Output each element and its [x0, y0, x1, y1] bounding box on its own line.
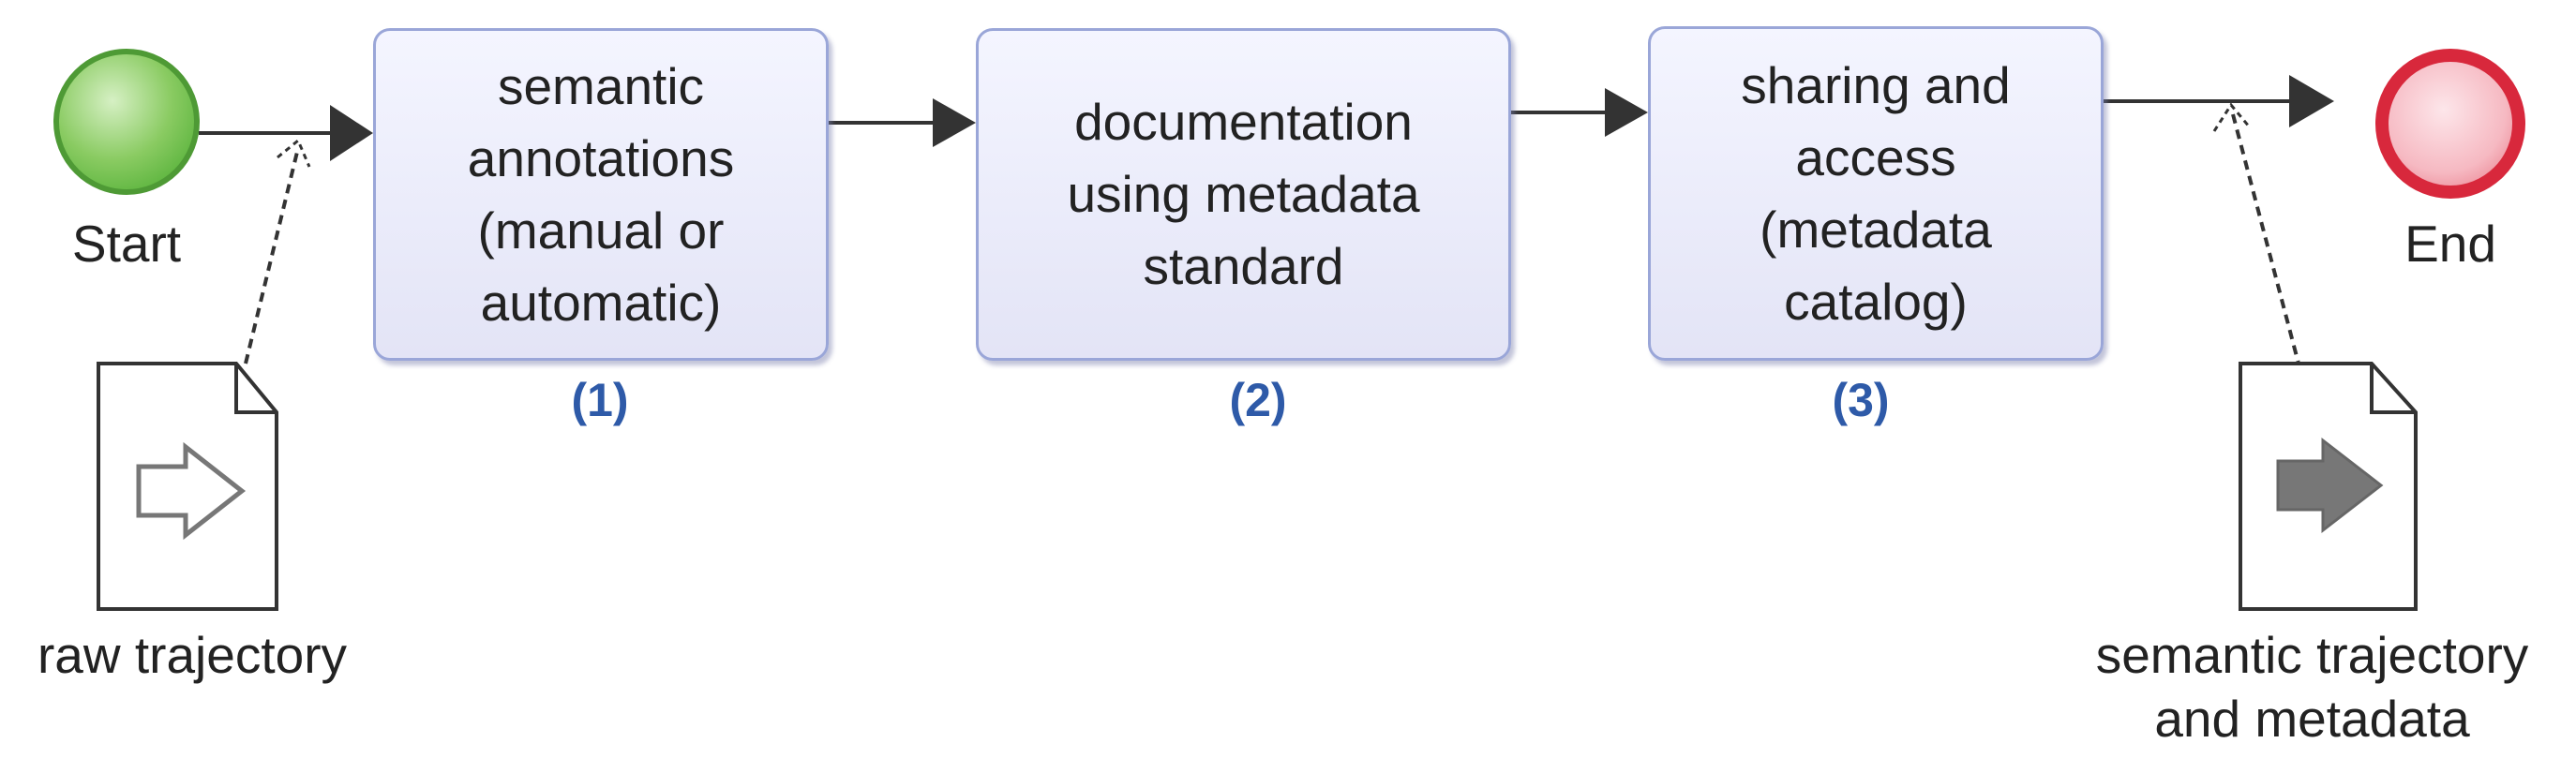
- sequence-flow-task2-task3: [1511, 88, 1648, 137]
- hollow-arrow-icon: [136, 441, 247, 541]
- start-event-label: Start: [71, 215, 182, 273]
- end-event-icon: [2375, 49, 2525, 199]
- step-number-1: (1): [571, 374, 629, 426]
- task-semantic-annotations: semantic annotations (manual or automati…: [373, 28, 829, 361]
- filled-arrow-icon: [2276, 437, 2384, 534]
- task-label: documentation using metadata standard: [1067, 93, 1420, 295]
- step-number-3: (3): [1832, 374, 1890, 426]
- data-association-input: [244, 138, 311, 364]
- task-label: sharing and access (metadata catalog): [1741, 55, 2011, 331]
- end-event-label: End: [2404, 215, 2496, 273]
- sequence-flow-start-task1: [199, 105, 373, 161]
- task-sharing-access: sharing and access (metadata catalog): [1648, 26, 2104, 361]
- step-number-2: (2): [1229, 374, 1287, 426]
- task-documentation: documentation using metadata standard: [976, 28, 1511, 361]
- start-event-icon: [53, 49, 200, 195]
- sequence-flow-task3-end: [2104, 75, 2334, 127]
- input-document-label: raw trajectory: [37, 626, 348, 684]
- output-document-icon: [2239, 362, 2418, 611]
- sequence-flow-task1-task2: [829, 98, 976, 147]
- output-document-label: semantic trajectory and metadata: [2095, 626, 2529, 748]
- data-association-output: [2212, 102, 2300, 364]
- input-document-icon: [97, 362, 278, 611]
- task-label: semantic annotations (manual or automati…: [467, 56, 735, 332]
